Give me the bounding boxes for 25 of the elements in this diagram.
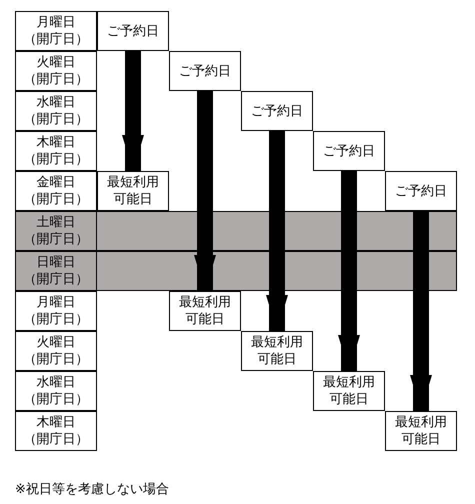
earliest-date-box: 最短利用可能日 <box>385 411 457 451</box>
arrow <box>410 211 432 411</box>
earliest-date-box: 最短利用可能日 <box>313 371 385 411</box>
day-cell: 木曜日（開庁日） <box>15 131 97 171</box>
arrow <box>122 51 144 171</box>
day-cell: 水曜日（開庁日） <box>15 91 97 131</box>
day-cell: 月曜日（開庁日） <box>15 291 97 331</box>
footnote: ※祝日等を考慮しない場合 <box>15 481 169 498</box>
day-cell: 木曜日（開庁日） <box>15 411 97 451</box>
arrow <box>266 131 288 331</box>
earliest-date-box: 最短利用可能日 <box>97 171 169 211</box>
reservation-box: ご予約日 <box>385 171 457 211</box>
earliest-date-box: 最短利用可能日 <box>241 331 313 371</box>
arrow <box>338 171 360 371</box>
day-cell: 火曜日（開庁日） <box>15 51 97 91</box>
reservation-box: ご予約日 <box>97 11 169 51</box>
day-cell: 月曜日（開庁日） <box>15 11 97 51</box>
day-cell: 水曜日（開庁日） <box>15 371 97 411</box>
reservation-box: ご予約日 <box>241 91 313 131</box>
earliest-date-box: 最短利用可能日 <box>169 291 241 331</box>
day-cell: 金曜日（開庁日） <box>15 171 97 211</box>
day-cell: 火曜日（開庁日） <box>15 331 97 371</box>
reservation-box: ご予約日 <box>313 131 385 171</box>
reservation-box: ご予約日 <box>169 51 241 91</box>
arrow <box>194 91 216 291</box>
